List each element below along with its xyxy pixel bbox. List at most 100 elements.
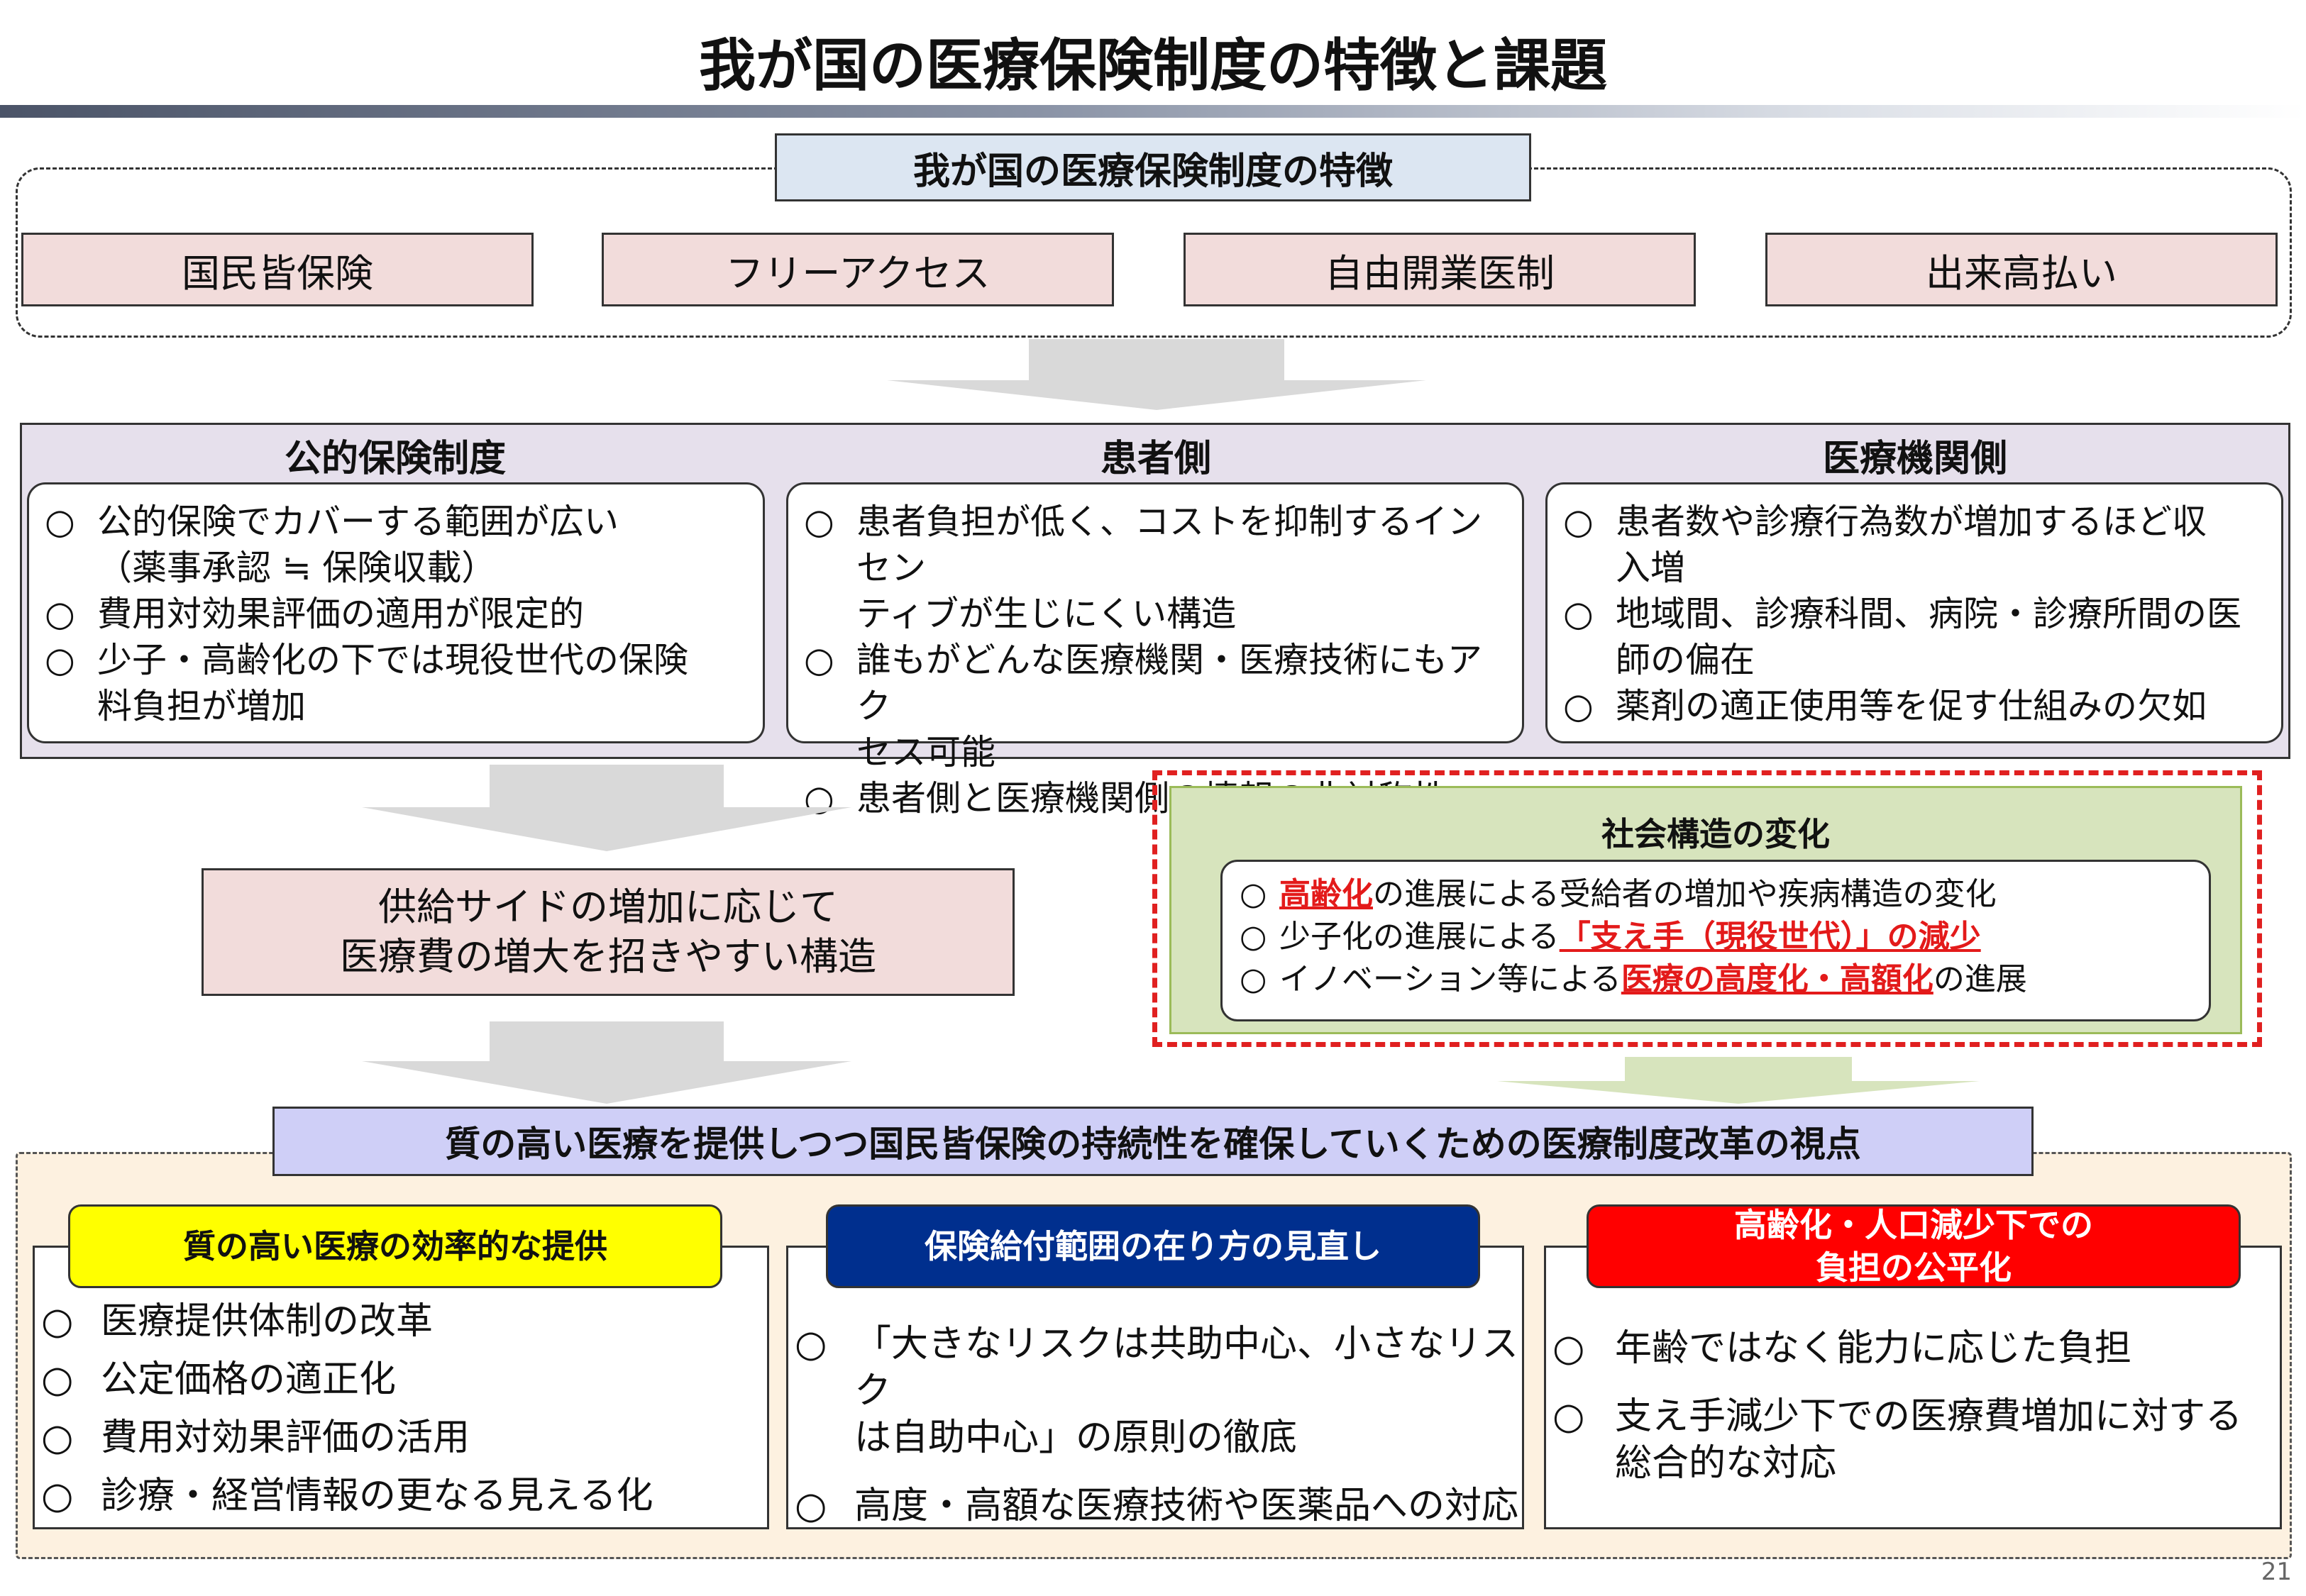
list-item-text: 地域間、診療科間、病院・診療所間の医 [1616, 594, 2242, 634]
list-item-text: 料負担が増加 [97, 686, 307, 726]
list-item: ○医療提供体制の改革 [41, 1292, 765, 1351]
list-item: ○ 費用対効果評価の適用が限定的 [45, 591, 750, 637]
emphasis-text: 「支え手（現役世代）」の減少 [1559, 919, 1981, 955]
feature-free-access: フリーアクセス [602, 233, 1114, 306]
bullet-circle: ○ [1240, 876, 1267, 912]
issues-box-provider-side: ○ 患者数や診療行為数が増加するほど収入増 ○ 地域間、診療科間、病院・診療所間の医… [1545, 482, 2283, 743]
bullet-circle: ○ [795, 1323, 827, 1365]
bullet-circle: ○ [41, 1475, 74, 1517]
tag-text: 保険給付範囲の在り方の見直し [925, 1227, 1381, 1265]
list-item: ○ 診療・経営情報の更なる見える化 [41, 1467, 765, 1525]
list-item-text: 誰もがどんな医療機関・医療技術にもアク [856, 640, 1483, 726]
list-item-text: 公的保険でカバーする範囲が広い [97, 501, 619, 542]
feature-fee-for-service: 出来高払い [1765, 233, 2278, 306]
bullet-circle: ○ [1552, 1395, 1585, 1438]
reform-list-efficient-provision: ○医療提供体制の改革 ○ 公定価格の適正化 ○ 費用対効果評価の活用 ○ 診療・経営情… [41, 1292, 765, 1525]
list-item-text: 公定価格の適正化 [101, 1358, 397, 1401]
bullet-circle: ○ [795, 1485, 827, 1527]
list-item-text: 診療・経営情報の更なる見える化 [101, 1475, 653, 1517]
list-item: ○誰もがどんな医療機関・医療技術にもアクセス可能 [804, 637, 1509, 775]
reform-tag-benefit-scope: 保険給付範囲の在り方の見直し [826, 1204, 1480, 1288]
reform-box-benefit-scope [786, 1246, 1524, 1529]
list-item-text: （薬事承認 ≒ 保険収載） [97, 548, 497, 588]
bullet-circle: ○ [1563, 594, 1594, 634]
list-item: ○ 地域間、診療科間、病院・診療所間の医師の偏在 [1563, 591, 2268, 683]
tag-text: 負担の公平化 [1816, 1248, 2012, 1287]
issues-box-public-insurance: ○ 公的保険でカバーする範囲が広い （薬事承認 ≒ 保険収載） ○ 費用対効果評価の適… [27, 482, 765, 743]
down-arrow-green [1497, 1057, 1980, 1104]
list-item-text: 年齢ではなく能力に応じた負担 [1615, 1327, 2132, 1370]
social-change-list: ○ 高齢化の進展による受給者の増加や疾病構造の変化 ○ 少子化の進展による「支え手（… [1220, 860, 2211, 1021]
list-item-text: の進展による受給者の増加や疾病構造の変化 [1373, 876, 1997, 912]
features-heading: 我が国の医療保険制度の特徴 [775, 133, 1531, 201]
list-item: ○ 支え手減少下での医療費増加に対する総合的な対応 [1552, 1393, 2283, 1487]
list-item-text: 師の偏在 [1616, 640, 1755, 680]
list-item-text: イノベーション等による [1279, 961, 1621, 997]
list-item: ○ 患者負担が低く、コストを抑制するインセンティブが生じにくい構造 [804, 499, 1509, 637]
list-item-text: 支え手減少下での医療費増加に対する [1615, 1395, 2243, 1438]
list-item-text: 費用対効果評価の適用が限定的 [97, 594, 585, 634]
list-item: ○ 年齢ではなく能力に応じた負担 [1552, 1325, 2283, 1372]
list-item-text: は自助中心」の原則の徹底 [854, 1417, 1298, 1459]
bullet-circle: ○ [45, 594, 75, 634]
reform-list-benefit-scope: ○ 「大きなリスクは共助中心、小さなリスクは自助中心」の原則の徹底 ○ 高度・高額な… [795, 1321, 1526, 1529]
issues-heading-provider-side: 医療機関側 [1822, 438, 2007, 480]
list-item-text: 高度・高額な医療技術や医薬品への対応 [854, 1485, 1519, 1527]
bullet-circle: ○ [45, 640, 75, 680]
list-item-text: 「大きなリスクは共助中心、小さなリスク [854, 1323, 1519, 1412]
list-item-text: 患者負担が低く、コストを抑制するインセン [856, 501, 1483, 588]
feature-free-practice: 自由開業医制 [1184, 233, 1696, 306]
list-item: ○ 「大きなリスクは共助中心、小さなリスクは自助中心」の原則の徹底 [795, 1321, 1526, 1461]
issues-heading-public-insurance: 公的保険制度 [284, 438, 506, 480]
social-change-highlight-frame [1152, 770, 2262, 1047]
list-item-text: 費用対効果評価の活用 [101, 1417, 470, 1459]
list-item: ○ 薬剤の適正使用等を促す仕組みの欠如 [1563, 683, 2268, 729]
reform-tag-efficient-provision: 質の高い医療の効率的な提供 [68, 1204, 722, 1288]
bullet-circle: ○ [41, 1300, 74, 1343]
down-arrow-1 [887, 339, 1426, 410]
reform-box-efficient-provision [33, 1246, 769, 1529]
bullet-circle: ○ [1563, 501, 1594, 542]
title-underline-bar [0, 105, 2306, 118]
bullet-circle: ○ [1563, 686, 1594, 726]
list-item-text: 総合的な対応 [1615, 1442, 1837, 1485]
bullet-circle: ○ [1240, 961, 1267, 997]
list-item-text: 薬剤の適正使用等を促す仕組みの欠如 [1616, 686, 2207, 726]
list-item-text: 入増 [1616, 548, 1686, 588]
supply-line-1: 供給サイドの増加に応じて [378, 885, 838, 929]
social-change-heading: 社会構造の変化 [1601, 815, 1830, 853]
list-item-text: 少子化の進展による [1279, 919, 1560, 955]
list-item: ○ 患者数や診療行為数が増加するほど収入増 [1563, 499, 2268, 591]
issues-box-patient-side: ○ 患者負担が低く、コストを抑制するインセンティブが生じにくい構造 ○ 誰もがどんな… [786, 482, 1524, 819]
list-item-text: の進展 [1933, 961, 2027, 997]
list-item: ○公的保険でカバーする範囲が広い（薬事承認 ≒ 保険収載） [45, 499, 750, 591]
list-item: ○ 高度・高額な医療技術や医薬品への対応 [795, 1483, 1526, 1529]
reform-heading: 質の高い医療を提供しつつ国民皆保険の持続性を確保していくための医療制度改革の視点 [272, 1107, 2034, 1176]
down-arrow-3 [362, 1021, 851, 1104]
emphasis-text: 医療の高度化・高額化 [1621, 961, 1933, 997]
reform-list-burden-fairness: ○ 年齢ではなく能力に応じた負担 ○ 支え手減少下での医療費増加に対する総合的な対応 [1552, 1325, 2283, 1487]
tag-text: 高齢化・人口減少下での [1734, 1206, 2093, 1244]
tag-text: 質の高い医療の効率的な提供 [183, 1227, 607, 1265]
list-item: ○ イノベーション等による医療の高度化・高額化の進展 [1240, 958, 2209, 1001]
emphasis-text: 高齢化 [1279, 876, 1373, 912]
page-number: 21 [2261, 1558, 2292, 1586]
supply-side-structure-box: 供給サイドの増加に応じて 医療費の増大を招きやすい構造 [202, 868, 1015, 996]
bullet-circle: ○ [1552, 1327, 1585, 1370]
list-item-text: ティブが生じにくい構造 [856, 594, 1237, 634]
list-item-text: 患者数や診療行為数が増加するほど収 [1616, 501, 2207, 542]
list-item-text: 少子・高齢化の下では現役世代の保険 [97, 640, 689, 680]
list-item: ○ 公定価格の適正化 [41, 1351, 765, 1409]
page-title: 我が国の医療保険制度の特徴と課題 [699, 33, 1607, 99]
list-item-text: セス可能 [856, 732, 996, 772]
bullet-circle: ○ [1240, 919, 1267, 955]
down-arrow-2 [362, 765, 851, 851]
bullet-circle: ○ [41, 1417, 74, 1459]
supply-line-2: 医療費の増大を招きやすい構造 [340, 934, 876, 979]
reform-tag-burden-fairness: 高齢化・人口減少下での 負担の公平化 [1587, 1204, 2241, 1288]
list-item: ○ 少子・高齢化の下では現役世代の保険料負担が増加 [45, 637, 750, 729]
issues-heading-patient-side: 患者側 [1100, 438, 1211, 480]
bullet-circle: ○ [41, 1358, 74, 1401]
bullet-circle: ○ [804, 501, 834, 542]
feature-universal-coverage: 国民皆保険 [21, 233, 534, 306]
